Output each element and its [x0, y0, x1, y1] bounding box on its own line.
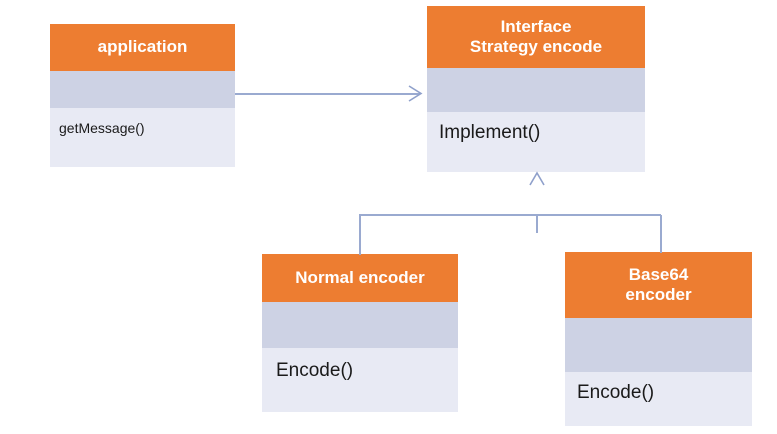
class-box-interface-strategy-encode[interactable]: Interface Strategy encode Implement() — [427, 6, 645, 172]
class-attributes-normal-encoder — [262, 302, 458, 348]
class-box-application[interactable]: application getMessage() — [50, 24, 235, 167]
class-methods-base64-encoder: Encode() — [565, 372, 752, 426]
method-get-message: getMessage() — [59, 120, 145, 136]
class-header-base64-encoder: Base64 encoder — [565, 252, 752, 318]
class-methods-normal-encoder: Encode() — [262, 348, 458, 412]
generalization-hollow-triangle-icon — [528, 171, 546, 191]
method-encode-base64: Encode() — [577, 382, 655, 403]
class-box-base64-encoder[interactable]: Base64 encoder Encode() — [565, 252, 752, 426]
class-name-application: application — [97, 37, 188, 57]
method-encode-normal: Encode() — [276, 360, 354, 381]
generalization-branch-normal-encoder — [359, 215, 361, 255]
generalization-horizontal-bar — [359, 214, 661, 216]
class-methods-interface-strategy-encode: Implement() — [427, 112, 645, 172]
class-header-interface-strategy-encode: Interface Strategy encode — [427, 6, 645, 68]
class-name-normal-encoder: Normal encoder — [295, 267, 425, 287]
generalization-stem-line — [536, 215, 538, 233]
class-attributes-interface-strategy-encode — [427, 68, 645, 112]
generalization-branch-base64-encoder — [660, 215, 662, 253]
class-methods-application: getMessage() — [50, 108, 235, 167]
method-implement: Implement() — [439, 122, 541, 143]
class-attributes-application — [50, 71, 235, 108]
class-name-base64-line1: Base64 — [628, 264, 689, 284]
class-stereotype-interface: Interface — [500, 16, 572, 36]
class-header-application: application — [50, 24, 235, 71]
class-name-base64-line2: encoder — [625, 285, 692, 304]
class-name-strategy-encode: Strategy encode — [469, 37, 603, 56]
association-line-application-to-interface — [235, 93, 420, 95]
class-header-normal-encoder: Normal encoder — [262, 254, 458, 302]
association-open-arrowhead-icon — [408, 85, 423, 102]
class-box-normal-encoder[interactable]: Normal encoder Encode() — [262, 254, 458, 412]
class-attributes-base64-encoder — [565, 318, 752, 372]
